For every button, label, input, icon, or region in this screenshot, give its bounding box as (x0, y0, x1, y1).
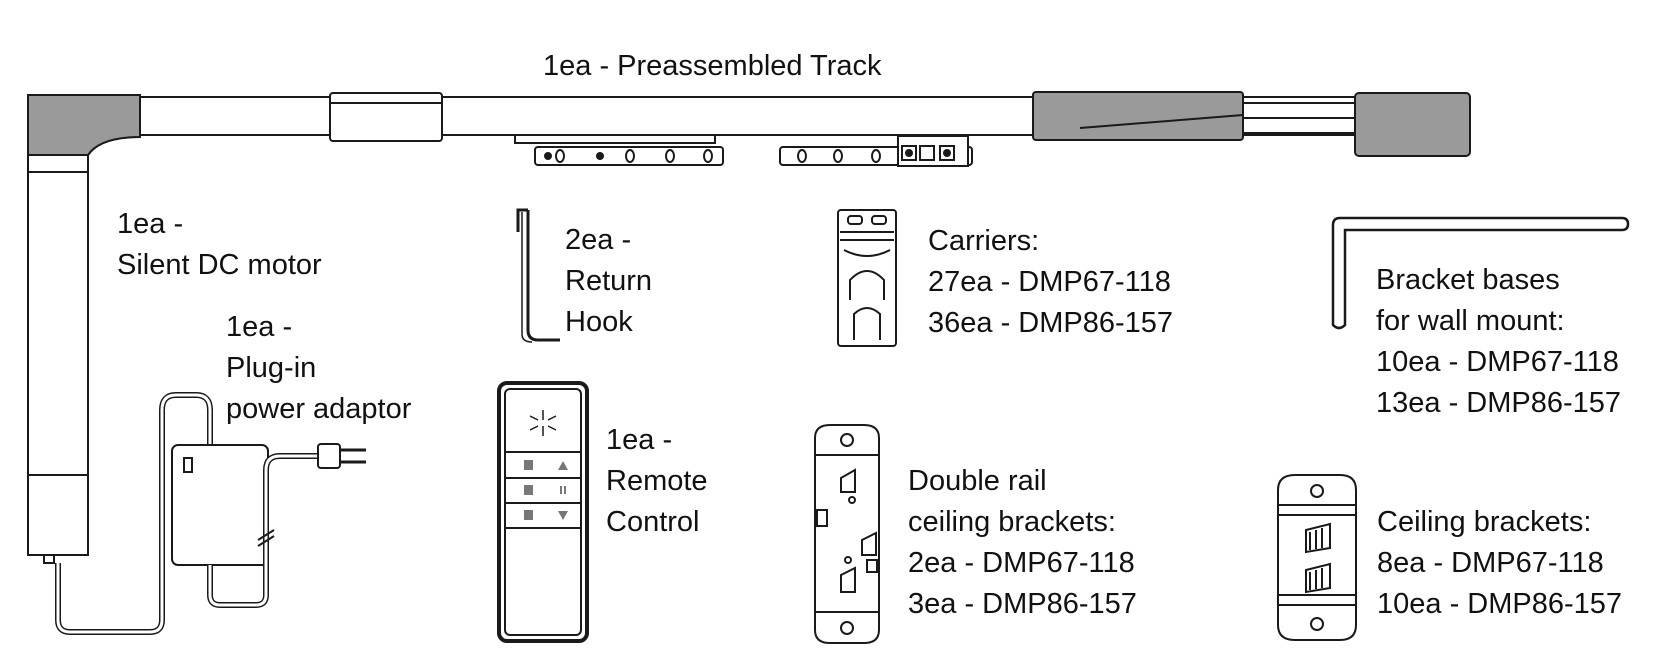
ceiling-label: Ceiling brackets: 8ea - DMP67-118 10ea -… (1377, 502, 1622, 625)
bracket-bases-label: Bracket bases for wall mount: 10ea - DMP… (1376, 260, 1621, 424)
track-icon (139, 91, 1471, 167)
ceiling-label-line: 10ea - DMP86-157 (1377, 588, 1623, 620)
double-rail-label: Double rail ceiling brackets: 2ea - DMP6… (908, 461, 1137, 625)
double-rail-label-line: ceiling brackets: (908, 506, 1116, 538)
remote-label: 1ea - Remote Control (606, 420, 708, 543)
double-rail-bracket-icon (814, 424, 880, 644)
adaptor-label-line: 1ea - (226, 311, 293, 343)
hook-label-line: 2ea - (565, 224, 632, 256)
remote-label-line: Control (606, 506, 700, 538)
motor-icon (27, 94, 141, 564)
double-rail-label-line: 2ea - DMP67-118 (908, 547, 1135, 579)
remote-label-line: 1ea - (606, 424, 673, 456)
motor-label-line: Silent DC motor (117, 249, 322, 281)
hook-label-line: Return (565, 265, 653, 297)
ceiling-label-line: 8ea - DMP67-118 (1377, 547, 1604, 579)
bracket-base-icon (1331, 216, 1630, 330)
double-rail-label-line: 3ea - DMP86-157 (908, 588, 1137, 620)
bracket-bases-label-line: 13ea - DMP86-157 (1376, 387, 1622, 419)
hook-label: 2ea - Return Hook (565, 220, 652, 343)
double-rail-label-line: Double rail (908, 465, 1047, 497)
carriers-label: Carriers: 27ea - DMP67-118 36ea - DMP86-… (928, 221, 1173, 344)
ceiling-label-line: Ceiling brackets: (1377, 506, 1592, 538)
ceiling-bracket-icon (1277, 474, 1357, 641)
carriers-label-line: Carriers: (928, 225, 1040, 257)
adaptor-label-line: power adaptor (226, 393, 412, 425)
power-adaptor-icon (55, 392, 366, 635)
bracket-bases-label-line: Bracket bases (1376, 264, 1560, 296)
return-hook-icon (516, 208, 560, 343)
remote-label-line: Remote (606, 465, 708, 497)
track-label: 1ea - Preassembled Track (543, 46, 881, 87)
bracket-bases-label-line: for wall mount: (1376, 305, 1565, 337)
carrier-icon (837, 209, 897, 347)
hook-label-line: Hook (565, 306, 633, 338)
adaptor-label-line: Plug-in (226, 352, 317, 384)
carriers-label-line: 36ea - DMP86-157 (928, 307, 1174, 339)
bracket-bases-label-line: 10ea - DMP67-118 (1376, 346, 1619, 378)
adaptor-label: 1ea - Plug-in power adaptor (226, 307, 411, 430)
track-label-line: 1ea - Preassembled Track (543, 50, 882, 82)
motor-label-line: 1ea - (117, 208, 184, 240)
carriers-label-line: 27ea - DMP67-118 (928, 266, 1171, 298)
motor-label: 1ea - Silent DC motor (117, 204, 322, 286)
remote-control-icon (497, 381, 589, 643)
